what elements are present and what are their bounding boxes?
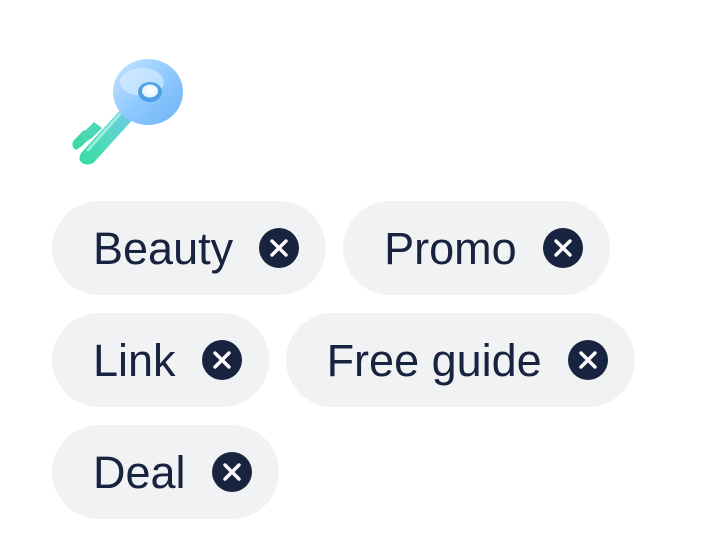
close-circle-icon[interactable] bbox=[542, 228, 583, 268]
close-circle-icon[interactable] bbox=[201, 340, 242, 380]
tag-chip-deal[interactable]: Deal bbox=[52, 425, 279, 519]
tag-label: Promo bbox=[384, 222, 517, 274]
tag-label: Link bbox=[93, 334, 176, 386]
tag-label: Beauty bbox=[93, 222, 234, 274]
tag-list: Beauty Promo Link Free guide Deal bbox=[52, 201, 682, 519]
tag-chip-link[interactable]: Link bbox=[52, 313, 269, 407]
tag-label: Deal bbox=[93, 446, 186, 498]
tag-label: Free guide bbox=[326, 334, 542, 386]
close-circle-icon[interactable] bbox=[259, 228, 300, 268]
tag-chip-beauty[interactable]: Beauty bbox=[52, 201, 327, 295]
tag-chip-promo[interactable]: Promo bbox=[343, 201, 610, 295]
key-icon bbox=[62, 56, 188, 168]
tag-chip-free-guide[interactable]: Free guide bbox=[285, 313, 635, 407]
close-circle-icon[interactable] bbox=[211, 452, 252, 492]
close-circle-icon[interactable] bbox=[567, 340, 608, 380]
